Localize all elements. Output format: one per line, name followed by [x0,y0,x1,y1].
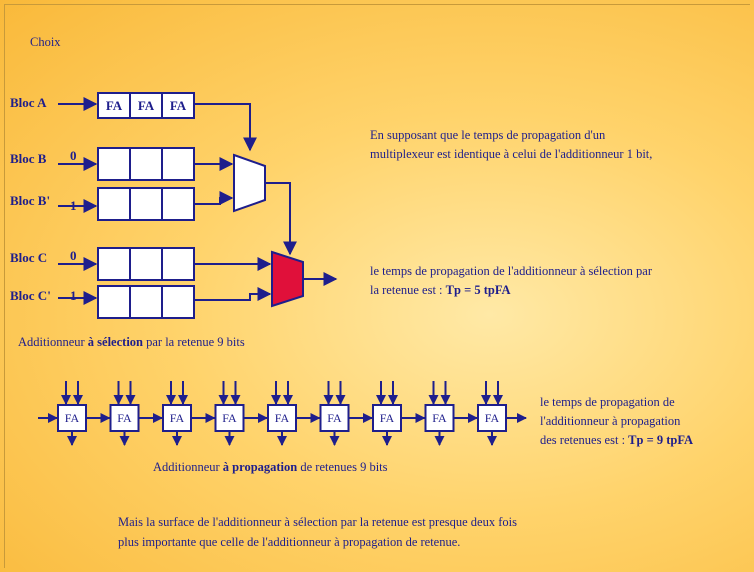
propagation-time-line2: l'additionneur à propagation [540,414,681,428]
slide-title: Choix [30,35,61,49]
carry-in-0-b: 0 [70,148,77,163]
selection-time-line1: le temps de propagation de l'additionneu… [370,264,653,278]
mux-assumption-line2: multiplexeur est identique à celui de l'… [370,147,653,161]
propagation-adder-caption: Additionneur à propagation de retenues 9… [153,460,388,474]
propagation-time-line1: le temps de propagation de [540,395,675,409]
selection-time-line2: la retenue est : Tp = 5 tpFA [370,283,511,297]
full-adder-label: FA [327,411,342,425]
slide-frame [4,4,750,568]
full-adder-label: FA [117,411,132,425]
bloc-c-register [97,247,195,281]
multiplexer-b [233,153,266,213]
full-adder-label: FA [275,411,290,425]
full-adder-box [57,404,87,432]
carry-in-0-c: 0 [70,248,77,263]
full-adder-label: FA [432,411,447,425]
mux-b-to-mux-c-wire [265,182,297,256]
full-adder-label: FA [485,411,500,425]
bloc-b-prime-register [97,187,195,221]
mux-assumption-line1: En supposant que le temps de propagation… [370,128,606,142]
bloc-c-prime-register [97,285,195,319]
full-adder-box [109,404,140,432]
bloc-a-label: Bloc A [10,95,47,110]
full-adder-label: FA [65,411,80,425]
ripple-carry-chain: FA FA FA FA FA FA FA FA FA [38,381,527,446]
full-adder-label: FA [170,411,185,425]
full-adder-label: FA [380,411,395,425]
fa-cell-label: FA [138,98,155,113]
full-adder-box [372,404,402,432]
bloc-b-prime-to-mux-wire [194,191,234,205]
bloc-c-label: Bloc C [10,250,47,265]
bloc-b-register [97,147,195,181]
fa-cell-label: FA [106,98,123,113]
multiplexer-c-selected [271,250,304,308]
full-adder-label: FA [222,411,237,425]
bloc-a-register: FA FA FA [97,92,195,119]
conclusion-line2: plus importante que celle de l'additionn… [118,535,461,549]
full-adder-box [319,404,350,432]
conclusion-line1: Mais la surface de l'additionneur à séle… [118,515,517,529]
bloc-c-prime-label: Bloc C' [10,288,51,303]
bloc-b-prime-label: Bloc B' [10,193,50,208]
carry-in-1-c: 1 [70,288,77,303]
propagation-time-line3: des retenues est : Tp = 9 tpFA [540,433,694,447]
bloc-c-prime-to-mux-wire [194,287,272,301]
selection-adder-caption: Additionneur à sélection par la retenue … [18,335,245,349]
fa-cell-label: FA [170,98,187,113]
bloc-b-label: Bloc B [10,151,47,166]
bloc-a-carry-wire [194,103,257,152]
